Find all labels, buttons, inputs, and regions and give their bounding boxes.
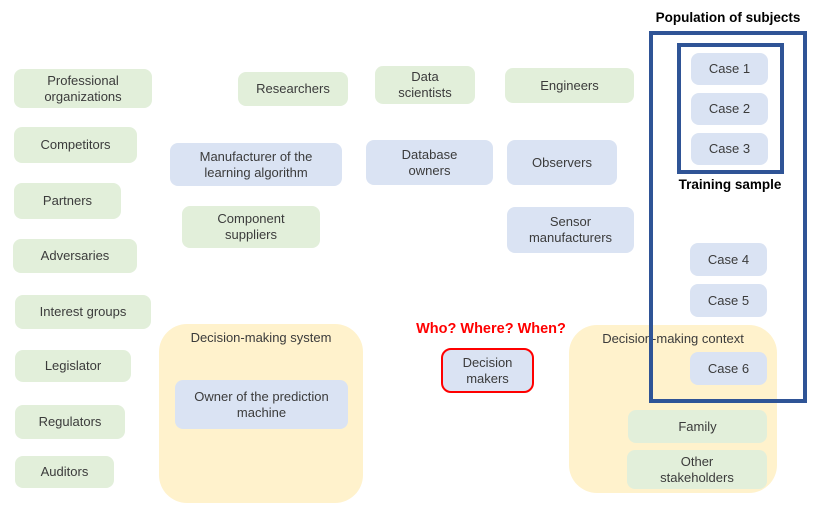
box-partners: Partners [14, 183, 121, 219]
box-observers: Observers [507, 140, 617, 185]
box-regulators: Regulators [15, 405, 125, 439]
box-owner-prediction-machine: Owner of the prediction machine [175, 380, 348, 429]
box-interest-groups: Interest groups [15, 295, 151, 329]
box-decision-makers: Decision makers [441, 348, 534, 393]
box-case-6: Case 6 [690, 352, 767, 385]
box-competitors: Competitors [14, 127, 137, 163]
box-case-3: Case 3 [691, 133, 768, 165]
box-case-5: Case 5 [690, 284, 767, 317]
box-data-scientists: Data scientists [375, 66, 475, 104]
box-case-1: Case 1 [691, 53, 768, 85]
box-manufacturer-learning-algorithm: Manufacturer of the learning algorithm [170, 143, 342, 186]
population-of-subjects-title: Population of subjects [655, 10, 801, 25]
decision-making-context-title: Decision-making context [602, 331, 744, 346]
population-of-subjects-rect [649, 31, 807, 403]
who-where-when-label: Who? Where? When? [416, 321, 566, 337]
box-adversaries: Adversaries [13, 239, 137, 273]
box-database-owners: Database owners [366, 140, 493, 185]
box-engineers: Engineers [505, 68, 634, 103]
box-professional-organizations: Professional organizations [14, 69, 152, 108]
box-case-4: Case 4 [690, 243, 767, 276]
box-legislator: Legislator [15, 350, 131, 382]
box-researchers: Researchers [238, 72, 348, 106]
box-component-suppliers: Component suppliers [182, 206, 320, 248]
box-sensor-manufacturers: Sensor manufacturers [507, 207, 634, 253]
box-case-2: Case 2 [691, 93, 768, 125]
training-sample-label: Training sample [678, 177, 782, 192]
decision-making-system-title: Decision-making system [190, 330, 332, 345]
box-other-stakeholders: Other stakeholders [627, 450, 767, 489]
box-family: Family [628, 410, 767, 443]
training-sample-rect [677, 43, 784, 174]
box-auditors: Auditors [15, 456, 114, 488]
